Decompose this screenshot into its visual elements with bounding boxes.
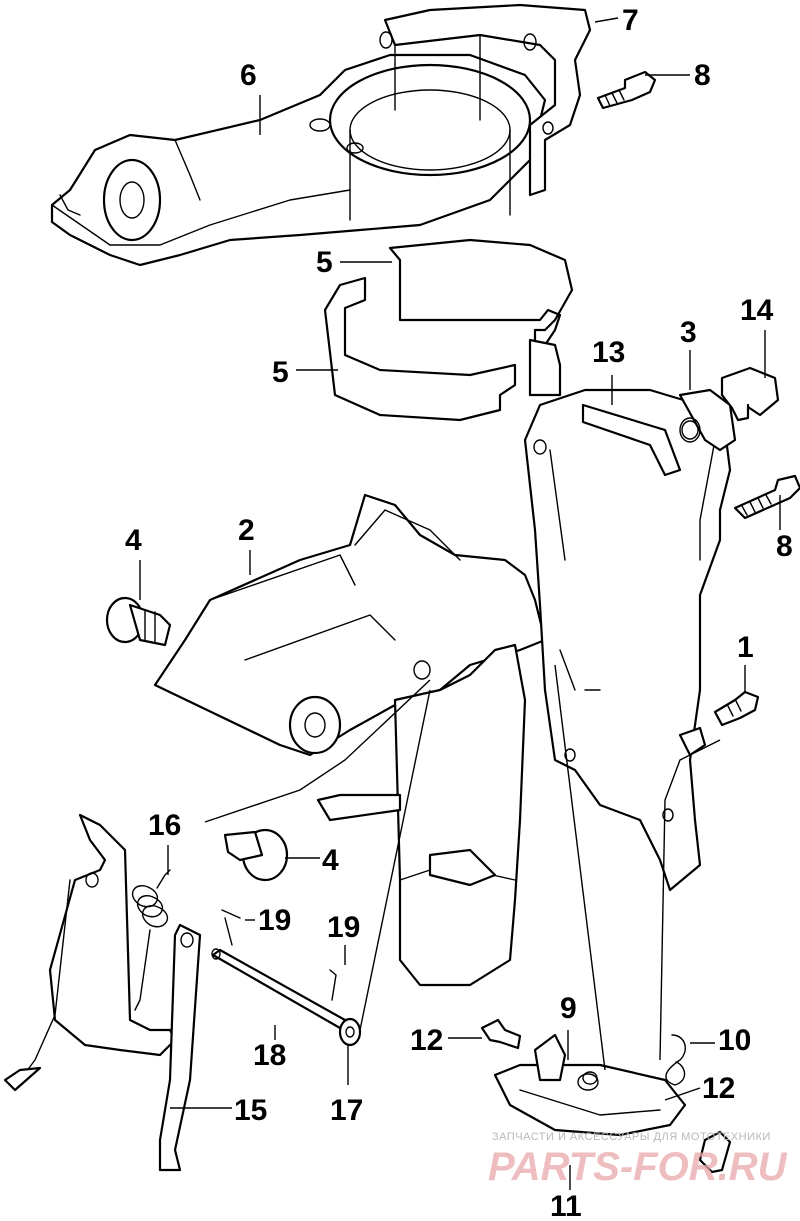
lower-stem xyxy=(316,643,527,987)
callout-10: 10 xyxy=(718,1024,751,1057)
part-18-shaft xyxy=(211,948,347,1030)
part-5-bushing-lower xyxy=(323,276,562,422)
part-4-bushing-upper xyxy=(105,596,172,647)
watermark: ЗАПЧАСТИ И АКСЕССУАРЫ ДЛЯ МОТОТЕХНИКИ PA… xyxy=(488,1131,788,1189)
part-9-spring xyxy=(577,1071,599,1091)
callout-19-left: 19 xyxy=(258,904,291,937)
part-11-stopper-plate xyxy=(493,1033,687,1137)
callout-12-right: 12 xyxy=(702,1072,735,1105)
watermark-brand: PARTS-FOR.RU xyxy=(488,1145,788,1189)
part-13-main-housing xyxy=(523,388,732,892)
leader-lines xyxy=(139,17,781,1190)
callout-8-upper: 8 xyxy=(694,59,711,92)
callout-13: 13 xyxy=(592,336,625,369)
callout-9: 9 xyxy=(560,992,577,1025)
watermark-tagline: ЗАПЧАСТИ И АКСЕССУАРЫ ДЛЯ МОТОТЕХНИКИ xyxy=(492,1131,771,1143)
part-2-swivel-bracket xyxy=(153,493,547,757)
callout-3: 3 xyxy=(680,316,697,349)
callout-2: 2 xyxy=(238,514,255,547)
callout-8-lower: 8 xyxy=(776,530,793,563)
callout-5-lower: 5 xyxy=(272,356,289,389)
part-15-tilt-lever xyxy=(3,813,202,1172)
part-16-spring xyxy=(131,869,171,1011)
callout-5-upper: 5 xyxy=(316,246,333,279)
part-1-grease-nipple xyxy=(678,690,760,757)
callout-17: 17 xyxy=(330,1094,363,1127)
callout-18: 18 xyxy=(253,1039,286,1072)
callout-7: 7 xyxy=(622,4,639,37)
part-6-upper-bracket xyxy=(50,53,547,267)
part-19-cotter-pin-b xyxy=(329,969,337,1001)
callout-19-right: 19 xyxy=(327,911,360,944)
part-8-bolt-upper xyxy=(596,70,657,110)
callout-11: 11 xyxy=(550,1190,582,1221)
callout-6: 6 xyxy=(240,59,257,92)
part-4-bushing-lower xyxy=(223,828,289,882)
part-7-clamp-cap xyxy=(379,3,592,197)
part-8-bolt-lower xyxy=(733,474,800,520)
part-3-cap xyxy=(678,388,737,452)
part-14-stopper xyxy=(720,366,780,422)
part-12-bolt-right xyxy=(698,1130,732,1174)
callout-14: 14 xyxy=(740,294,774,327)
callout-15: 15 xyxy=(234,1094,267,1127)
callout-1: 1 xyxy=(737,631,754,664)
callout-12-left: 12 xyxy=(410,1024,443,1057)
part-5-bushing-upper xyxy=(388,238,574,347)
callout-16: 16 xyxy=(148,809,181,842)
part-10-spring xyxy=(665,1034,686,1086)
callout-4-lower: 4 xyxy=(322,844,339,877)
part-12-bolt-left xyxy=(480,1018,522,1050)
callout-labels: 7 6 8 5 5 3 14 13 2 4 8 1 16 4 19 19 9 1… xyxy=(125,4,793,1221)
part-17-washer xyxy=(338,1017,362,1047)
part-19-cotter-pin-a xyxy=(221,909,241,946)
callout-4-upper: 4 xyxy=(125,524,142,557)
